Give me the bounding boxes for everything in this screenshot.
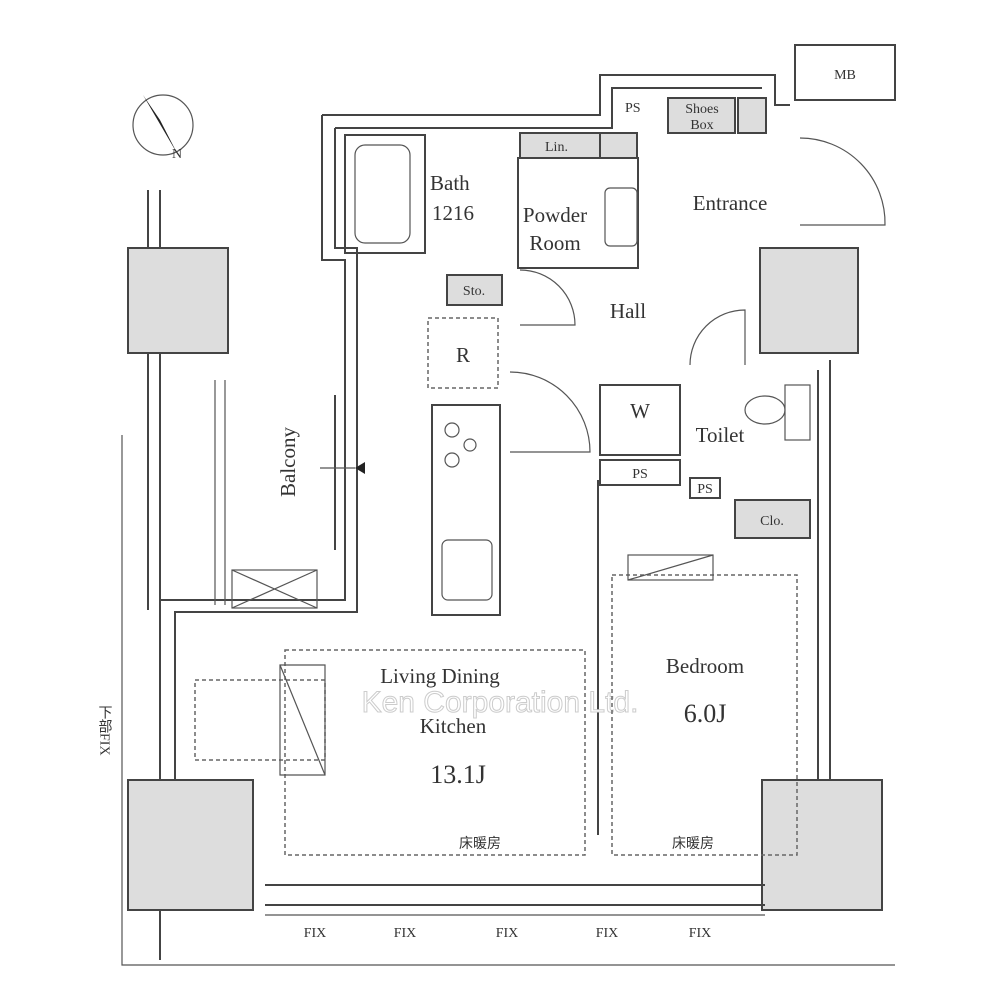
svg-text:FIX: FIX [394, 926, 417, 941]
column [127, 247, 229, 354]
svg-text:PS: PS [625, 101, 641, 116]
outer-wall [322, 74, 790, 116]
column [127, 779, 254, 911]
north-compass-icon: N [132, 94, 194, 162]
entrance-label: Entrance [693, 191, 768, 215]
watermark: Ken Corporation Ltd. [362, 686, 639, 719]
svg-text:FIX: FIX [496, 926, 519, 941]
lower-fix-label: 下部FIX [97, 705, 113, 756]
toilet-icon [744, 395, 786, 425]
svg-text:Box: Box [690, 118, 713, 133]
toilet-label: Toilet [696, 423, 745, 447]
svg-text:MB: MB [834, 68, 856, 83]
svg-text:PS: PS [632, 467, 648, 482]
svg-text:N: N [172, 147, 182, 162]
svg-text:FIX: FIX [596, 926, 619, 941]
svg-text:Bedroom: Bedroom [666, 654, 744, 678]
balcony-label: Balcony [276, 427, 300, 497]
svg-text:1216: 1216 [432, 201, 474, 225]
svg-text:FIX: FIX [304, 926, 327, 941]
evacuation-hatch [231, 569, 318, 609]
svg-text:R: R [456, 343, 470, 367]
entrance-door[interactable] [799, 137, 886, 226]
svg-text:床暖房: 床暖房 [672, 836, 714, 852]
svg-text:Lin.: Lin. [545, 140, 568, 155]
svg-text:Kitchen: Kitchen [420, 714, 487, 738]
svg-text:Sto.: Sto. [463, 284, 485, 299]
svg-text:Clo.: Clo. [760, 514, 784, 529]
hall-label: Hall [610, 299, 646, 323]
svg-text:Living Dining: Living Dining [380, 664, 500, 688]
svg-text:Shoes: Shoes [685, 102, 718, 117]
column [761, 779, 883, 911]
bedroom-size: 6.0J [684, 699, 727, 728]
svg-text:Room: Room [529, 231, 580, 255]
column [759, 247, 859, 354]
left-wall [159, 115, 346, 960]
svg-text:Bath: Bath [430, 171, 470, 195]
kitchen-counter [431, 404, 501, 616]
svg-text:床暖房: 床暖房 [459, 836, 501, 852]
svg-text:Powder: Powder [523, 203, 587, 227]
bathtub [354, 144, 411, 244]
svg-text:FIX: FIX [689, 926, 712, 941]
ldk-size: 13.1J [430, 760, 486, 789]
site-boundary [121, 435, 895, 966]
svg-text:W: W [630, 399, 650, 423]
svg-text:PS: PS [697, 482, 713, 497]
